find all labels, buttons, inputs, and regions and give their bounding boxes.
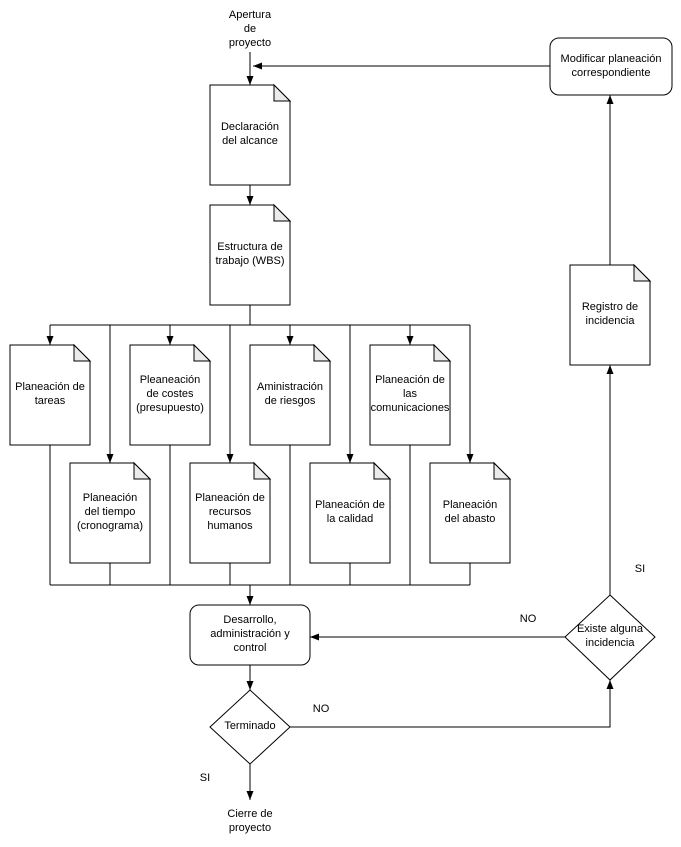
tiempo-document-shape bbox=[69, 461, 152, 564]
flowchart-edges bbox=[46, 52, 614, 800]
cierre-label: Cierre de proyecto bbox=[227, 808, 273, 834]
folded-corner-icon bbox=[493, 461, 512, 480]
abasto-document-shape bbox=[429, 461, 512, 564]
terminado-si-edge-label: SI bbox=[199, 772, 211, 784]
registro-document-shape bbox=[569, 263, 652, 366]
comunicaciones-document-shape bbox=[369, 343, 452, 446]
folded-corner-icon bbox=[273, 203, 292, 222]
calidad-document-shape bbox=[309, 461, 392, 564]
apertura-label: Apertura de proyecto bbox=[228, 9, 272, 49]
terminado-label: Terminado bbox=[224, 720, 276, 733]
folded-corner-icon bbox=[373, 461, 392, 480]
costes-label: Pleaneación de costes (presupuesto) bbox=[136, 374, 204, 414]
recursos-document-shape bbox=[189, 461, 272, 564]
declaracion-document-shape bbox=[209, 83, 292, 186]
folded-corner-icon bbox=[253, 461, 272, 480]
riesgos-document-shape bbox=[249, 343, 332, 446]
folded-corner-icon bbox=[73, 343, 92, 362]
declaracion-label: Declaración del alcance bbox=[220, 121, 280, 147]
costes-document-shape bbox=[129, 343, 212, 446]
wbs-document-shape bbox=[209, 203, 292, 306]
riesgos-label: Aministración de riesgos bbox=[256, 381, 324, 407]
edge-collector-trunk bbox=[49, 445, 471, 586]
folded-corner-icon bbox=[313, 343, 332, 362]
folded-corner-icon bbox=[433, 343, 452, 362]
existe-no-edge-label: NO bbox=[519, 613, 537, 625]
existe-incidencia-label: Existe alguna incidencia bbox=[576, 623, 644, 649]
existe-si-edge-label: SI bbox=[634, 563, 646, 575]
tiempo-label: Planeación del tiempo (cronograma) bbox=[76, 492, 144, 532]
folded-corner-icon bbox=[273, 83, 292, 102]
tareas-label: Planeación de tareas bbox=[15, 381, 85, 407]
wbs-label: Estructura de trabajo (WBS) bbox=[215, 241, 285, 267]
recursos-label: Planeación de recursos humanos bbox=[195, 492, 265, 532]
folded-corner-icon bbox=[133, 461, 152, 480]
flowchart-shapes bbox=[9, 37, 673, 765]
terminado-no-edge-label: NO bbox=[312, 703, 330, 715]
folded-corner-icon bbox=[633, 263, 652, 282]
calidad-label: Planeación de la calidad bbox=[315, 499, 385, 525]
tareas-document-shape bbox=[9, 343, 92, 446]
edge-wbs-distribution-trunk bbox=[50, 305, 470, 326]
edge-terminado-no-to-existe bbox=[290, 680, 614, 728]
registro-label: Registro de incidencia bbox=[581, 301, 639, 327]
comunicaciones-label: Planeación de las comunicaciones bbox=[370, 374, 450, 414]
desarrollo-label: Desarrollo, administración y control bbox=[210, 614, 290, 654]
abasto-label: Planeación del abasto bbox=[442, 499, 498, 525]
modificar-label: Modificar planeación correspondiente bbox=[560, 52, 662, 79]
folded-corner-icon bbox=[193, 343, 212, 362]
